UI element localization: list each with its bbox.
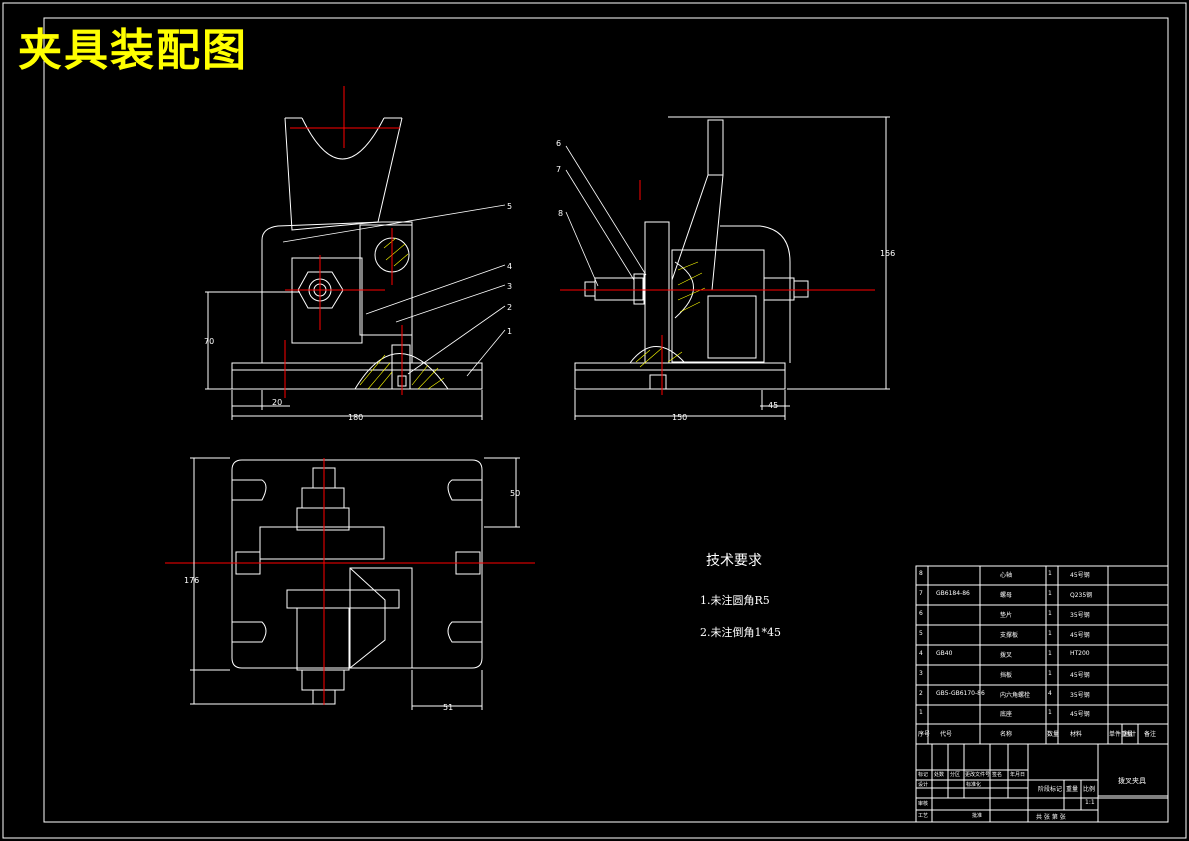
side-view bbox=[560, 116, 890, 420]
process-label: 工艺 bbox=[918, 813, 929, 819]
bom-cell-name: 拨叉 bbox=[1000, 652, 1013, 659]
dim-front-height: 70 bbox=[204, 337, 214, 346]
std-label: 标准化 bbox=[966, 782, 982, 788]
weight-label: 重量 bbox=[1066, 786, 1079, 793]
front-view bbox=[205, 86, 483, 420]
bom-cell-qty: 4 bbox=[1048, 690, 1052, 697]
bom-cell-material: 45号钢 bbox=[1070, 672, 1090, 679]
zone-label: 分区 bbox=[950, 772, 961, 778]
label-part-3: 3 bbox=[507, 282, 512, 291]
bom-cell-no: 4 bbox=[919, 650, 923, 657]
bom-cell-qty: 1 bbox=[1048, 570, 1052, 577]
bom-cell-name: 螺母 bbox=[1000, 592, 1013, 599]
label-part-8: 8 bbox=[558, 209, 563, 218]
bom-cell-qty: 1 bbox=[1048, 590, 1052, 597]
bom-header-no: 序号 bbox=[918, 731, 931, 738]
drawing-frame bbox=[43, 17, 1169, 823]
tech-requirement-1: 1.未注圆角R5 bbox=[700, 594, 770, 607]
bom-header-code: 代号 bbox=[940, 731, 953, 738]
bom-cell-qty: 1 bbox=[1048, 630, 1052, 637]
drawing-title: 夹具装配图 bbox=[18, 25, 248, 76]
dim-top-width: 176 bbox=[184, 576, 199, 585]
dim-side-width: 150 bbox=[672, 413, 687, 422]
stage-label: 阶段标记 bbox=[1038, 786, 1063, 793]
date-label: 年月日 bbox=[1010, 772, 1026, 778]
bom-cell-name: 心轴 bbox=[1000, 572, 1013, 579]
label-part-5: 5 bbox=[507, 202, 512, 211]
bom-cell-qty: 1 bbox=[1048, 709, 1052, 716]
bom-cell-material: 35号钢 bbox=[1070, 612, 1090, 619]
dim-top-offset: 51 bbox=[443, 703, 453, 712]
top-support-plate bbox=[259, 526, 385, 560]
dim-side-offset: 45 bbox=[768, 401, 778, 410]
bom-cell-name: 内六角螺栓 bbox=[1000, 692, 1031, 699]
side-base bbox=[574, 362, 786, 390]
sheet-label: 共 张 第 张 bbox=[1036, 814, 1066, 821]
front-locating-pin bbox=[354, 353, 449, 390]
bom-cell-no: 8 bbox=[919, 570, 923, 577]
sign-label: 签名 bbox=[992, 772, 1003, 778]
bom-header-remark: 备注 bbox=[1144, 731, 1157, 738]
check-label: 审核 bbox=[918, 801, 929, 807]
bom-cell-name: 垫片 bbox=[1000, 612, 1013, 619]
bom-cell-qty: 1 bbox=[1048, 650, 1052, 657]
label-part-6: 6 bbox=[556, 139, 561, 148]
bom-cell-code: GB40 bbox=[936, 650, 953, 657]
bom-cell-name: 支撑板 bbox=[1000, 632, 1019, 639]
design-label: 设计 bbox=[918, 782, 929, 788]
label-part-4: 4 bbox=[507, 262, 512, 271]
bom-cell-material: HT200 bbox=[1070, 650, 1090, 657]
bom-header-unit_weight: 单件重量 bbox=[1109, 731, 1134, 738]
bom-cell-no: 3 bbox=[919, 670, 923, 677]
label-part-1: 1 bbox=[507, 327, 512, 336]
change-label: 更改文件号 bbox=[965, 772, 991, 778]
top-base-outline bbox=[231, 459, 483, 669]
dim-front-offset: 20 bbox=[272, 398, 282, 407]
bom-cell-material: 45号钢 bbox=[1070, 711, 1090, 718]
scale-label: 比例 bbox=[1083, 786, 1096, 793]
bom-cell-code: GB6184-86 bbox=[936, 590, 970, 597]
front-upright bbox=[261, 221, 413, 363]
bom-cell-no: 7 bbox=[919, 590, 923, 597]
bom-cell-name: 底座 bbox=[1000, 711, 1013, 718]
front-v-support bbox=[284, 117, 403, 231]
bom-cell-name: 挡板 bbox=[1000, 672, 1013, 679]
front-base bbox=[231, 362, 483, 390]
side-spindle bbox=[594, 277, 644, 301]
count-label: 处数 bbox=[934, 772, 945, 778]
bom-cell-code: GB5-GB6170-86 bbox=[936, 690, 985, 697]
bom-cell-qty: 1 bbox=[1048, 610, 1052, 617]
scale-value: 1:1 bbox=[1085, 799, 1095, 806]
bom-cell-no: 6 bbox=[919, 610, 923, 617]
side-handle bbox=[707, 119, 724, 176]
label-part-2: 2 bbox=[507, 303, 512, 312]
bom-cell-material: 45号钢 bbox=[1070, 632, 1090, 639]
bom-cell-no: 2 bbox=[919, 690, 923, 697]
bom-cell-material: Q235钢 bbox=[1070, 592, 1093, 599]
dim-front-width: 180 bbox=[348, 413, 363, 422]
tech-requirements-title: 技术要求 bbox=[706, 553, 762, 569]
tech-requirement-2: 2.未注倒角1*45 bbox=[700, 626, 781, 639]
bom-header-name: 名称 bbox=[1000, 731, 1013, 738]
dim-top-depth: 50 bbox=[510, 489, 520, 498]
bom-header-total_weight: 总计 bbox=[1124, 731, 1137, 738]
approve-label: 批准 bbox=[972, 813, 983, 819]
bom-cell-no: 5 bbox=[919, 630, 923, 637]
mark-label: 标记 bbox=[918, 772, 929, 778]
drawing-name: 拨叉夹具 bbox=[1118, 777, 1146, 785]
bom-cell-qty: 1 bbox=[1048, 670, 1052, 677]
bom-table bbox=[915, 565, 1169, 823]
bom-cell-material: 45号钢 bbox=[1070, 572, 1090, 579]
top-view bbox=[165, 457, 535, 710]
bom-cell-no: 1 bbox=[919, 709, 923, 716]
dim-side-height: 156 bbox=[880, 249, 895, 258]
bom-header-qty: 数量 bbox=[1047, 731, 1060, 738]
bom-header-material: 材料 bbox=[1070, 731, 1083, 738]
label-part-7: 7 bbox=[556, 165, 561, 174]
bom-cell-material: 35号钢 bbox=[1070, 692, 1090, 699]
